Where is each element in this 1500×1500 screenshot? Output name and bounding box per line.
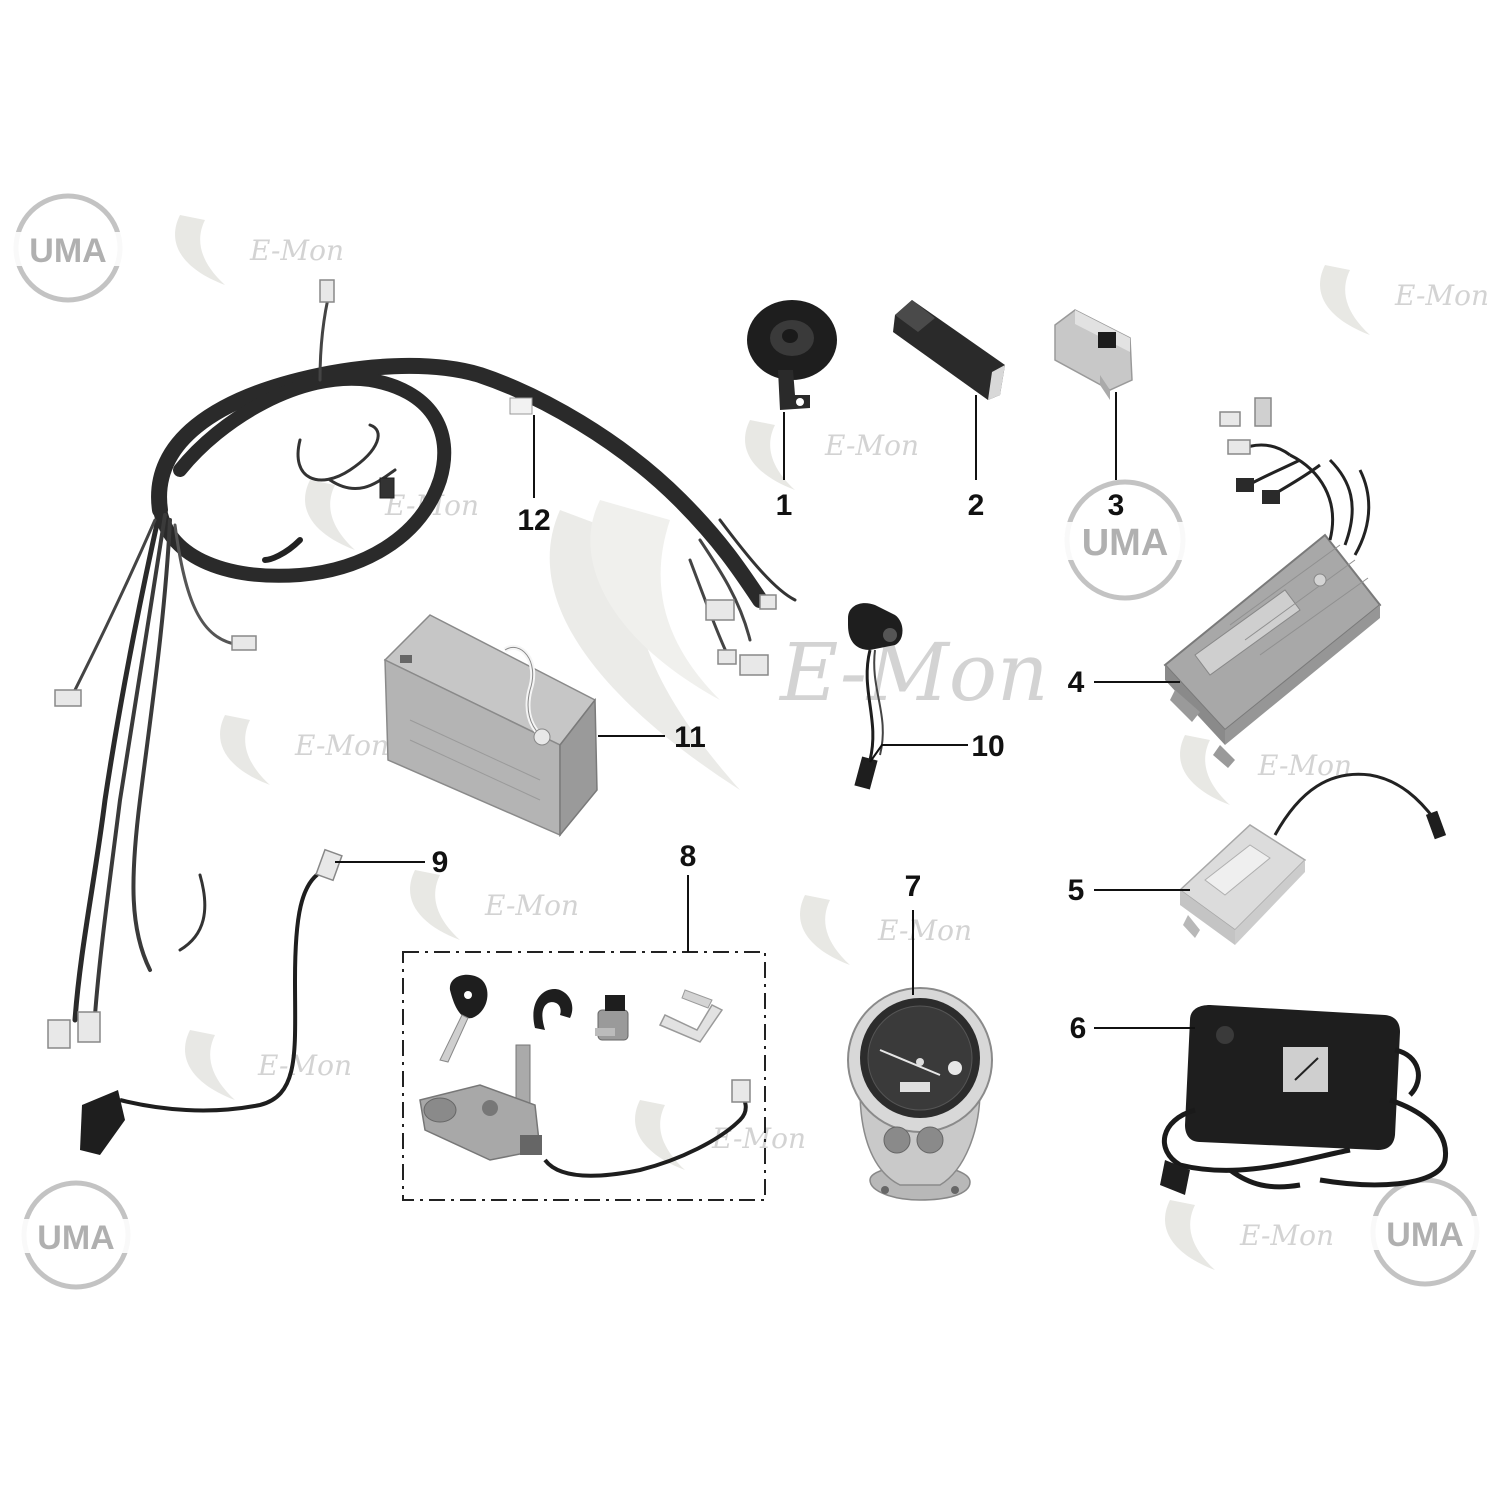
svg-text:E-Mon: E-Mon <box>294 729 389 762</box>
leader-lines <box>335 392 1195 1029</box>
uma-logo-top-left: UMA <box>8 193 128 303</box>
svg-text:UMA: UMA <box>1082 522 1169 564</box>
part-flasher-relay <box>893 300 1005 400</box>
watermark-emon-8: E-Mon <box>800 895 972 965</box>
svg-text:UMA: UMA <box>37 1219 114 1257</box>
svg-text:E-Mon: E-Mon <box>257 1049 352 1082</box>
watermark-emon-11: E-Mon <box>1165 1200 1334 1270</box>
callout-10: 10 <box>971 730 1004 763</box>
svg-text:E-Mon: E-Mon <box>877 914 972 947</box>
watermark-emon-3: E-Mon <box>745 420 919 490</box>
callout-4: 4 <box>1068 666 1085 699</box>
callout-7: 7 <box>905 870 922 903</box>
callout-8: 8 <box>680 840 697 873</box>
part-charger <box>1160 1005 1448 1195</box>
callout-6: 6 <box>1070 1012 1087 1045</box>
uma-logo-bottom-left: UMA <box>16 1180 136 1290</box>
part-battery <box>383 614 598 838</box>
watermark-emon-large: E-Mon <box>778 626 1049 719</box>
watermark-emon-10: E-Mon <box>635 1100 806 1170</box>
watermark-swoosh-large-2 <box>590 500 720 700</box>
svg-text:UMA: UMA <box>1386 1216 1463 1254</box>
watermark-emon-1: E-Mon <box>175 215 344 285</box>
watermark-layer: E-Mon E-Mon E-Mon E-Mon E-Mon E-Mon E-Mo… <box>8 193 1489 1290</box>
watermark-emon-9: E-Mon <box>185 1030 352 1100</box>
part-socket-cable <box>80 848 343 1155</box>
part-lock-set <box>402 951 766 1201</box>
svg-text:E-Mon: E-Mon <box>711 1122 806 1155</box>
uma-logo-bottom-right: UMA <box>1365 1177 1485 1287</box>
watermark-emon-2: E-Mon <box>1320 265 1489 335</box>
part-switch-sensor <box>848 603 903 790</box>
svg-text:UMA: UMA <box>29 232 106 270</box>
callout-9: 9 <box>432 846 449 879</box>
svg-text:E-Mon: E-Mon <box>824 429 919 462</box>
watermark-swoosh-large <box>549 510 740 790</box>
key-icon <box>439 974 488 1063</box>
uma-logo-center: UMA <box>1055 479 1195 601</box>
watermark-emon-5: E-Mon <box>220 715 389 785</box>
lock-cylinder <box>595 995 629 1041</box>
callout-3: 3 <box>1108 489 1125 522</box>
part-wiring-harness <box>47 279 797 1049</box>
callout-11: 11 <box>674 721 706 754</box>
svg-text:E-Mon: E-Mon <box>1394 279 1489 312</box>
lock-bracket <box>658 1004 724 1043</box>
callout-labels: 1 2 3 4 5 6 7 8 9 10 11 12 <box>432 489 1125 1045</box>
callout-2: 2 <box>968 489 985 522</box>
svg-text:E-Mon: E-Mon <box>249 234 344 267</box>
callout-5: 5 <box>1068 874 1085 907</box>
watermark-emon-6: E-Mon <box>1180 735 1352 805</box>
callout-12: 12 <box>517 504 550 537</box>
svg-text:E-Mon: E-Mon <box>484 889 579 922</box>
part-speedometer <box>847 987 993 1201</box>
part-circuit-breaker <box>1054 309 1133 400</box>
lock-clip <box>533 989 573 1030</box>
part-horn <box>747 300 837 410</box>
callout-1: 1 <box>776 489 793 522</box>
part-converter <box>1178 772 1447 945</box>
part-controller <box>1163 397 1382 768</box>
watermark-emon-7: E-Mon <box>410 870 579 940</box>
svg-text:E-Mon: E-Mon <box>1239 1219 1334 1252</box>
ignition-switch <box>419 1044 751 1178</box>
